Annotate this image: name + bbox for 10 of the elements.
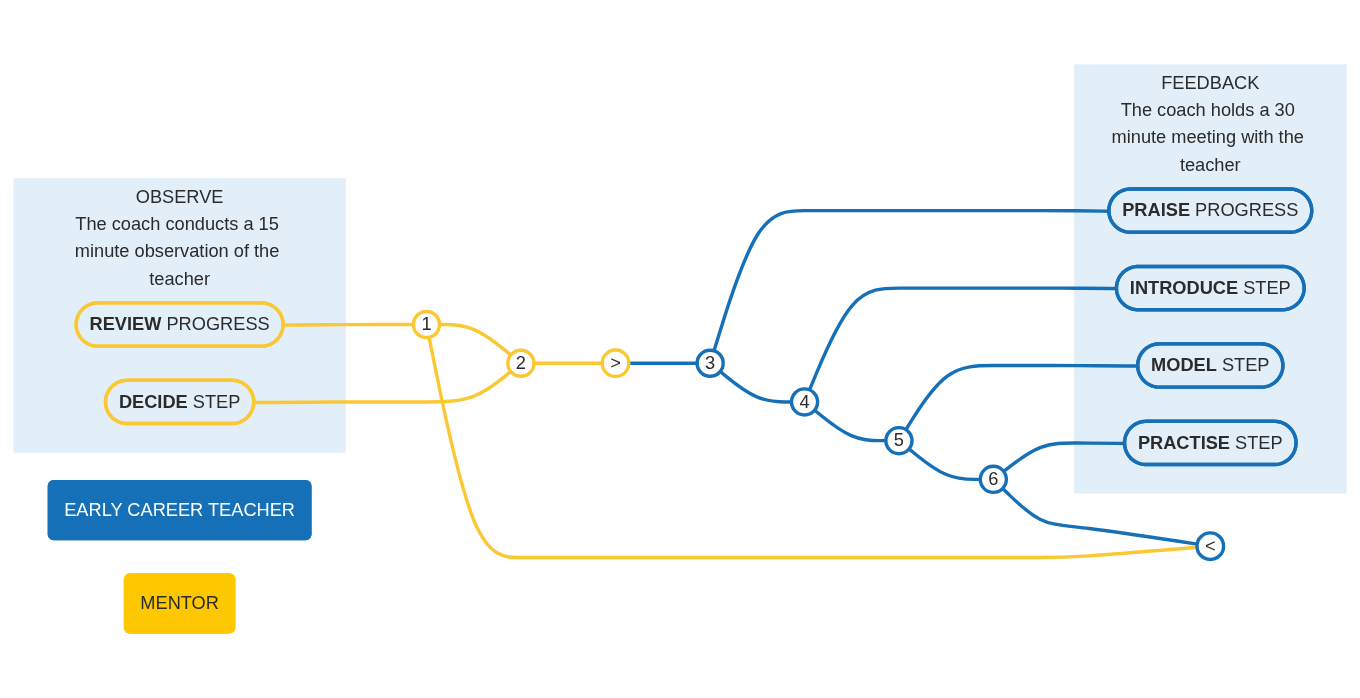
node-circle: 5 xyxy=(884,425,914,456)
connector xyxy=(254,370,512,405)
connector xyxy=(813,408,886,443)
node-circle: 3 xyxy=(695,348,725,378)
node-circle: 6 xyxy=(978,464,1009,495)
node-circle: 4 xyxy=(789,387,820,417)
node-circle: > xyxy=(600,348,631,379)
node-circle: 1 xyxy=(411,309,442,340)
node-circle: 2 xyxy=(506,348,536,378)
node-circle: < xyxy=(1195,531,1226,562)
